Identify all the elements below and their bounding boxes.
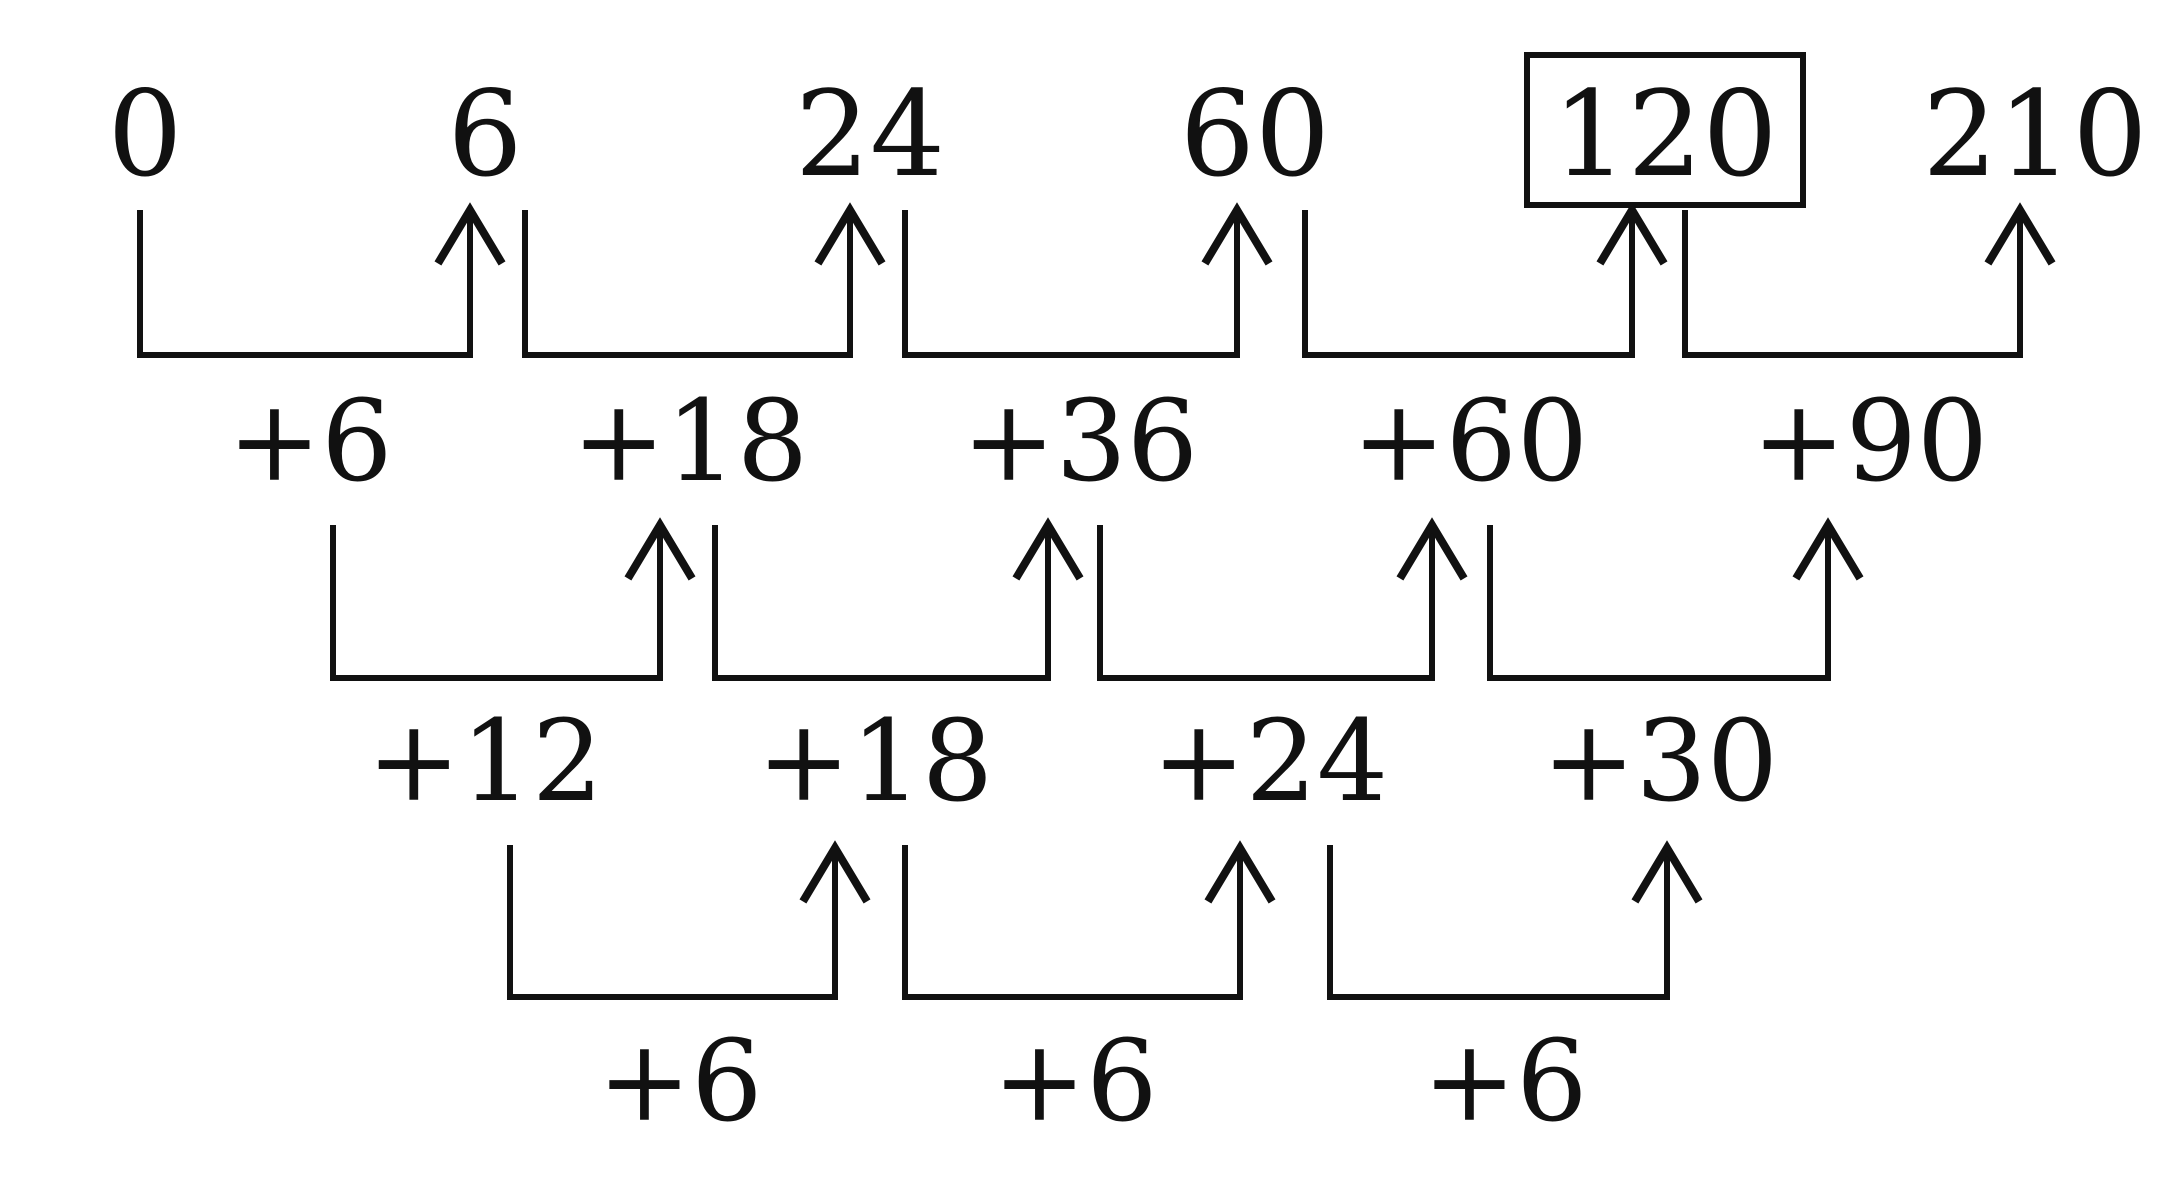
connector-arrow <box>902 840 1276 1000</box>
arrowhead-icon <box>1792 517 1864 581</box>
arrowhead-icon <box>1396 517 1468 581</box>
sequence-value: 210 <box>1922 65 2147 203</box>
highlight-box <box>1524 52 1806 208</box>
arrowhead-icon <box>1201 202 1273 266</box>
connector-line <box>1302 210 1635 358</box>
label-group: 0 6 24 60 120 210 +6 +18 +36 +60 +90 +12 +18 +24 +30 +6… <box>107 52 2148 1147</box>
connector-line <box>902 845 1243 1000</box>
connector-line <box>137 210 473 358</box>
sequence-value: 24 <box>795 65 945 203</box>
sequence-value: 60 <box>1180 65 1330 203</box>
connector-line <box>1682 210 2023 358</box>
connector-arrow <box>522 202 886 358</box>
first-differences-value: +6 <box>227 377 392 507</box>
arrowhead-icon <box>624 517 696 581</box>
sequence-value: 0 <box>107 65 182 203</box>
connector-line <box>330 525 663 681</box>
third-differences-value: +6 <box>1422 1017 1587 1147</box>
connector-arrow <box>137 202 506 358</box>
arrowhead-icon <box>1984 202 2056 266</box>
connector-arrow <box>1327 840 1703 1000</box>
connector-line <box>1487 525 1831 681</box>
first-differences-value: +36 <box>962 377 1198 507</box>
second-differences-value: +30 <box>1542 697 1778 827</box>
arrowhead-icon <box>1012 517 1084 581</box>
connector-group <box>137 202 2056 1000</box>
connector-arrow <box>1487 517 1864 681</box>
connector-arrow <box>507 840 871 1000</box>
arrowhead-icon <box>814 202 886 266</box>
connector-line <box>522 210 853 358</box>
connector-arrow <box>1097 517 1468 681</box>
connector-line <box>712 525 1051 681</box>
connector-line <box>1327 845 1670 1000</box>
arrowhead-icon <box>1631 840 1703 904</box>
arrowhead-icon <box>1596 202 1668 266</box>
first-differences-value: +60 <box>1352 377 1588 507</box>
connector-arrow <box>712 517 1084 681</box>
connector-arrow <box>1682 202 2056 358</box>
connector-line <box>902 210 1240 358</box>
third-differences-value: +6 <box>992 1017 1157 1147</box>
third-differences-value: +6 <box>597 1017 762 1147</box>
arrowhead-icon <box>1204 840 1276 904</box>
connector-arrow <box>330 517 696 681</box>
connector-arrow <box>902 202 1273 358</box>
arrowhead-icon <box>799 840 871 904</box>
connector-line <box>507 845 838 1000</box>
connector-arrow <box>1302 202 1668 358</box>
second-differences-value: +18 <box>757 697 993 827</box>
sequence-value: 120 <box>1552 65 1777 203</box>
arrowhead-icon <box>434 202 506 266</box>
connector-line <box>1097 525 1435 681</box>
sequence-value: 6 <box>447 65 522 203</box>
second-differences-value: +24 <box>1152 697 1388 827</box>
first-differences-value: +18 <box>572 377 808 507</box>
second-differences-value: +12 <box>367 697 603 827</box>
first-differences-value: +90 <box>1752 377 1988 507</box>
